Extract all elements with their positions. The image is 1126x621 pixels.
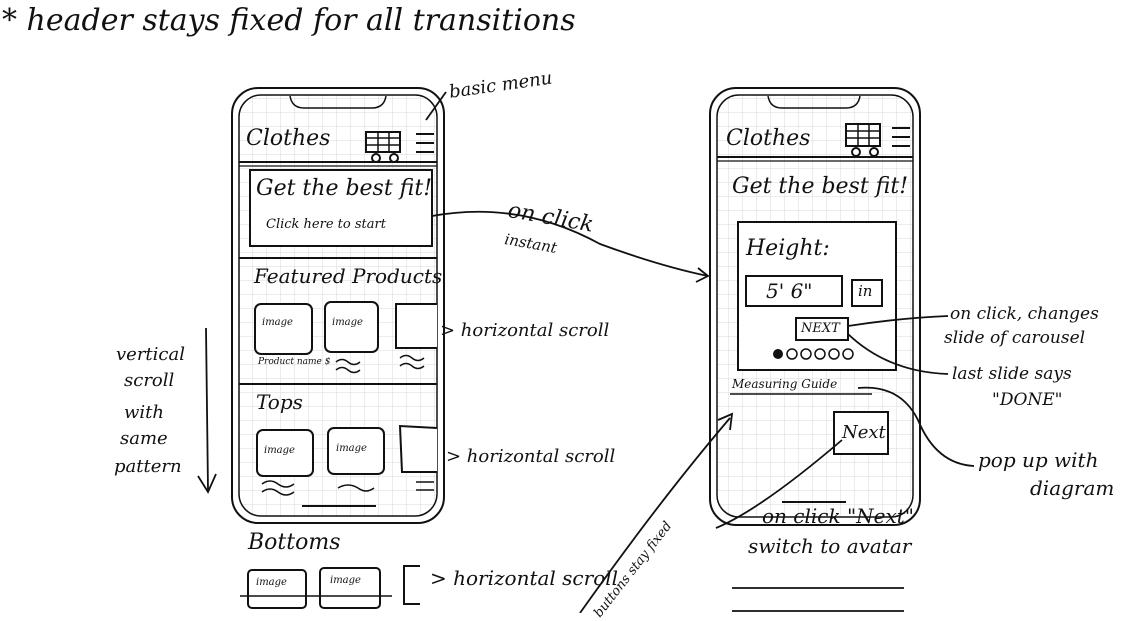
left-hero-banner bbox=[249, 169, 433, 247]
tops-section-title: Tops bbox=[256, 390, 303, 414]
bottoms-sketch bbox=[240, 565, 420, 609]
buttons-fixed-line bbox=[579, 417, 731, 613]
next-small-button bbox=[795, 317, 849, 341]
right-menu-icon bbox=[892, 127, 910, 147]
height-value[interactable]: 5' 6" bbox=[766, 279, 813, 303]
vertical-scroll-arrow bbox=[205, 327, 209, 491]
left-phone-title: Clothes bbox=[246, 126, 331, 151]
header-note: * header stays fixed for all transitions bbox=[2, 3, 576, 38]
guide-to-popup bbox=[857, 386, 975, 467]
featured-tile-3-partial bbox=[395, 303, 437, 349]
right-hero-title: Get the best fit! bbox=[732, 174, 909, 199]
popup-note-1: pop up with bbox=[978, 448, 1099, 472]
right-cart-icon bbox=[845, 123, 881, 157]
unit-box bbox=[851, 279, 883, 307]
bottoms-title: Bottoms bbox=[248, 530, 341, 555]
hero-to-right-arrow bbox=[431, 210, 709, 277]
next-switch-note-1: on click "Next" bbox=[762, 504, 915, 528]
next-switch-note-2: switch to avatar bbox=[748, 534, 912, 558]
next-to-bottom-arrow bbox=[715, 439, 843, 529]
carousel-note-1: on click, changes bbox=[950, 304, 1099, 324]
bottoms-tile-2 bbox=[319, 567, 381, 609]
featured-tile-1-label: image bbox=[262, 317, 293, 328]
horizontal-scroll-note-2: > horizontal scroll bbox=[446, 446, 616, 467]
height-label: Height: bbox=[746, 236, 830, 261]
tops-tile-2 bbox=[327, 427, 385, 475]
vertical-scroll-note-2: scroll bbox=[124, 370, 175, 391]
carousel-pointer bbox=[847, 315, 949, 327]
left-hero-cta[interactable]: Click here to start bbox=[266, 217, 386, 232]
connectors bbox=[197, 91, 975, 613]
tops-tile-3-partial bbox=[398, 424, 438, 473]
tops-tile-2-label: image bbox=[336, 443, 367, 454]
tops-tile-1 bbox=[256, 429, 314, 477]
right-phone-notch bbox=[767, 95, 861, 109]
product-caption: Product name $ bbox=[258, 357, 331, 367]
last-slide-note-2: "DONE" bbox=[992, 390, 1063, 410]
menu-pointer bbox=[425, 91, 447, 121]
unit-label[interactable]: in bbox=[858, 282, 873, 300]
vertical-scroll-note-4: same bbox=[120, 428, 168, 449]
featured-section-title: Featured Products bbox=[254, 264, 443, 288]
tops-tile-1-label: image bbox=[264, 445, 295, 456]
featured-tile-2 bbox=[324, 301, 379, 353]
left-phone-notch bbox=[289, 95, 387, 109]
bottoms-tile-2-label: image bbox=[330, 575, 361, 586]
vertical-scroll-note-1: vertical bbox=[116, 344, 185, 365]
bottoms-tile-1-label: image bbox=[256, 577, 287, 588]
horizontal-scroll-note-1: > horizontal scroll bbox=[440, 320, 610, 341]
right-phone bbox=[709, 87, 921, 526]
featured-tile-1 bbox=[254, 303, 313, 355]
carousel-note-2: slide of carousel bbox=[944, 328, 1086, 348]
right-phone-title: Clothes bbox=[726, 126, 811, 151]
vertical-scroll-note-5: pattern bbox=[114, 456, 182, 477]
left-hero-title: Get the best fit! bbox=[256, 176, 433, 201]
carousel-dots bbox=[773, 348, 854, 360]
popup-note-2: diagram bbox=[1030, 476, 1115, 500]
next-button-label[interactable]: Next bbox=[842, 422, 886, 443]
featured-tile-2-label: image bbox=[332, 317, 363, 328]
horizontal-scroll-note-3: > horizontal scroll bbox=[430, 566, 619, 590]
bottoms-tile-1 bbox=[247, 569, 307, 609]
last-slide-pointer bbox=[847, 333, 949, 375]
bottoms-tile-3-partial bbox=[403, 565, 420, 605]
left-phone bbox=[231, 87, 445, 524]
height-value-box bbox=[745, 275, 843, 307]
last-slide-note-1: last slide says bbox=[952, 364, 1072, 384]
left-menu-icon bbox=[416, 133, 434, 153]
measuring-guide-link[interactable]: Measuring Guide bbox=[732, 377, 838, 391]
next-button-box bbox=[833, 411, 889, 455]
next-small-label[interactable]: NEXT bbox=[801, 321, 840, 336]
left-cart-icon bbox=[365, 131, 401, 163]
vertical-scroll-note-3: with bbox=[124, 402, 164, 423]
